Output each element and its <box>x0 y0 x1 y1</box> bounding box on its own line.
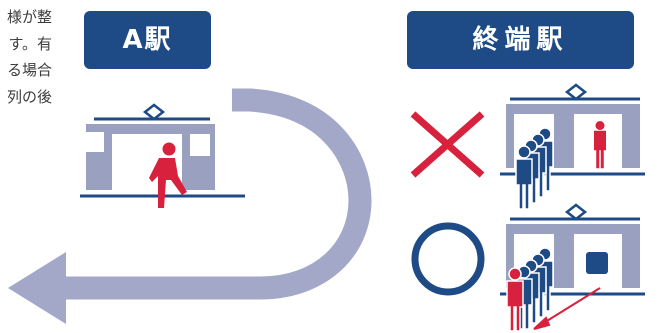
station-a-label: A駅 <box>84 11 211 69</box>
text-line: 列の後 <box>6 87 52 106</box>
text-line: す。有 <box>8 34 52 53</box>
circle-mark-icon <box>411 222 485 296</box>
text-line: 様が整 <box>6 8 52 26</box>
terminal-station-label: 終端駅 <box>407 11 634 69</box>
cross-mark-icon <box>410 111 485 178</box>
u-turn-arrow-icon <box>8 88 372 324</box>
passenger-icon <box>506 267 524 332</box>
cropped-body-text: 様が整 す。有 る場合 列の後 <box>0 4 52 110</box>
text-line: る場合 <box>6 61 52 79</box>
guidance-arrow-icon <box>533 287 601 330</box>
passenger-icon <box>149 142 187 208</box>
